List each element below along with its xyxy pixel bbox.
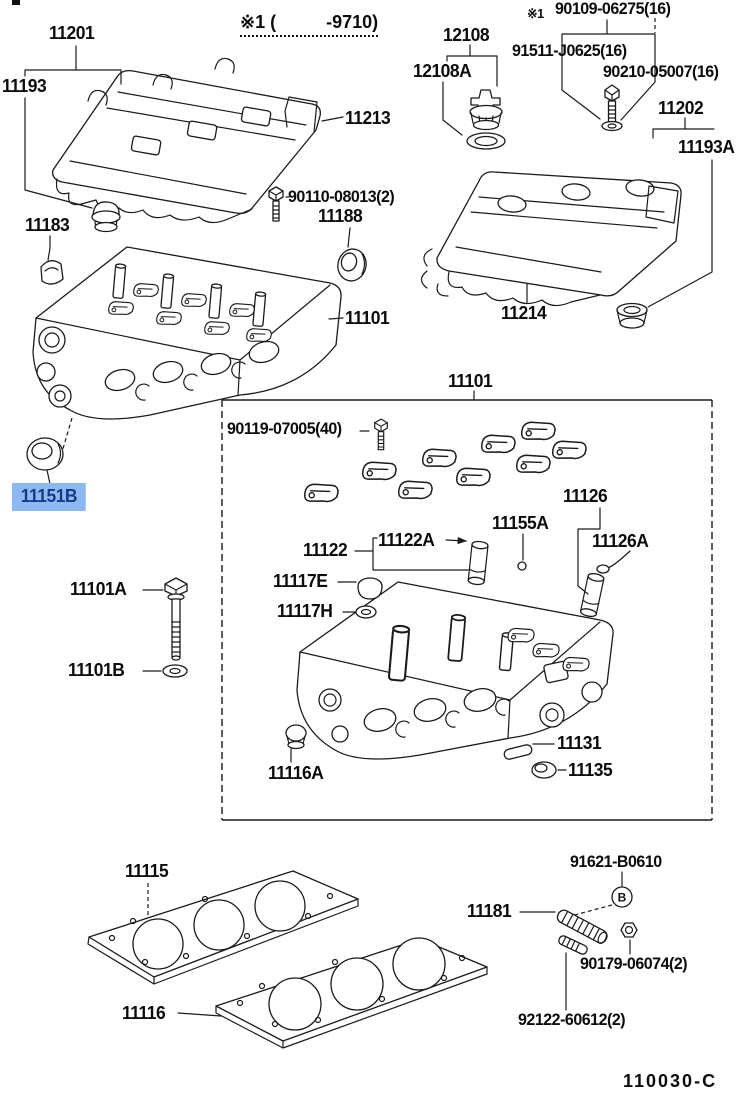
part-label-91621-b0610[interactable]: 91621-B0610 <box>570 853 662 871</box>
valve-guide-11126-drawing <box>579 571 606 619</box>
part-label-11183[interactable]: 11183 <box>25 215 70 235</box>
part-label-11116[interactable]: 11116 <box>122 1003 166 1023</box>
part-label-11201[interactable]: 11201 <box>49 23 95 43</box>
part-label-11126a[interactable]: 11126A <box>592 531 649 551</box>
stud-92122-drawing <box>558 935 588 955</box>
small-bolt-90110-drawing <box>268 186 284 222</box>
part-label-12108[interactable]: 12108 <box>443 25 490 45</box>
head-gasket-11115-drawing <box>87 870 359 985</box>
head-plug-drawing <box>91 201 121 233</box>
part-label-11155a[interactable]: 11155A <box>492 513 549 533</box>
part-label-11126[interactable]: 11126 <box>563 486 608 506</box>
dowel-11181-drawing <box>556 909 608 944</box>
part-label-11181[interactable]: 11181 <box>467 901 512 921</box>
part-label-11101b[interactable]: 11101B <box>68 660 125 680</box>
part-label-11101a[interactable]: 11101A <box>70 579 127 599</box>
part-label-11214[interactable]: 11214 <box>501 303 547 323</box>
corner-mark <box>12 0 20 5</box>
ring-11117h-drawing <box>355 605 377 619</box>
nut-90179-drawing <box>620 922 638 938</box>
part-label-11193[interactable]: 11193 <box>2 76 47 96</box>
valve-cover-left-drawing <box>52 57 321 224</box>
cover-grommet-drawing <box>616 302 648 329</box>
leader-lines <box>24 18 715 1017</box>
circled-b-symbol: B <box>611 886 633 908</box>
part-label-11117h[interactable]: 11117H <box>277 601 333 621</box>
seal-11151b-drawing <box>26 437 64 471</box>
part-label-11135[interactable]: 11135 <box>568 760 613 780</box>
head-gasket-11116-drawing <box>215 937 488 1049</box>
part-label-91511-j0625[interactable]: 91511-J0625(16) <box>512 42 627 60</box>
applicability-note: ※1 ( -9710) <box>240 13 379 37</box>
part-label-90110-08013[interactable]: 90110-08013(2) <box>288 188 395 206</box>
circled-b-label: B <box>618 891 627 905</box>
part-label-12108a[interactable]: 12108A <box>413 61 472 81</box>
valve-stem-cap-11155a-drawing <box>517 561 527 571</box>
valve-guide-11122a-drawing <box>467 540 489 586</box>
part-label-90210-05007[interactable]: 90210-05007(16) <box>603 63 719 81</box>
washer-11101b-drawing <box>162 664 188 678</box>
part-label-11116a[interactable]: 11116A <box>268 763 324 783</box>
camshaft-seal-drawing <box>337 248 367 282</box>
part-label-11115[interactable]: 11115 <box>125 861 169 881</box>
pin-11131-drawing <box>503 744 533 760</box>
cylinder-head-detail-drawing <box>296 581 614 760</box>
detail-box <box>221 399 713 821</box>
rocker-arms-set-drawing <box>301 416 589 507</box>
semicircular-plug-drawing <box>40 260 64 285</box>
part-label-11122[interactable]: 11122 <box>303 540 348 560</box>
head-bolt-11101a-drawing <box>164 577 188 661</box>
part-label-11101-box[interactable]: 11101 <box>448 371 493 391</box>
guide-ring-11126a-drawing <box>596 564 610 574</box>
part-label-11151b-selected[interactable]: 11151B <box>12 483 86 511</box>
part-label-90109-06275[interactable]: 90109-06275(16) <box>555 0 671 18</box>
bolt-90119-drawing <box>374 418 388 451</box>
diagram-code: 110030-C <box>623 1071 718 1091</box>
part-label-90179-06074[interactable]: 90179-06074(2) <box>580 955 688 973</box>
cap-11117e-drawing <box>357 577 383 600</box>
oil-filler-cap-drawing <box>466 89 506 150</box>
part-label-11188[interactable]: 11188 <box>318 206 363 226</box>
seal-11135-drawing <box>531 761 557 779</box>
part-label-11213[interactable]: 11213 <box>345 108 391 128</box>
part-label-11202[interactable]: 11202 <box>658 98 704 118</box>
part-label-11122a[interactable]: 11122A <box>378 530 435 550</box>
part-label-90119-07005[interactable]: 90119-07005(40) <box>227 420 342 438</box>
part-label-92122-60612[interactable]: 92122-60612(2) <box>518 1011 626 1029</box>
cover-bolt-drawing <box>601 84 623 132</box>
plug-11116a-drawing <box>285 724 307 750</box>
part-label-11117e[interactable]: 11117E <box>273 571 328 591</box>
cylinder-head-left-drawing <box>32 246 342 420</box>
part-label-11101-head[interactable]: 11101 <box>345 308 390 328</box>
part-label-11193a[interactable]: 11193A <box>678 137 735 157</box>
footnote-mark: ※1 <box>527 6 544 21</box>
valve-cover-right-drawing <box>420 171 682 307</box>
part-label-11131[interactable]: 11131 <box>557 733 602 753</box>
